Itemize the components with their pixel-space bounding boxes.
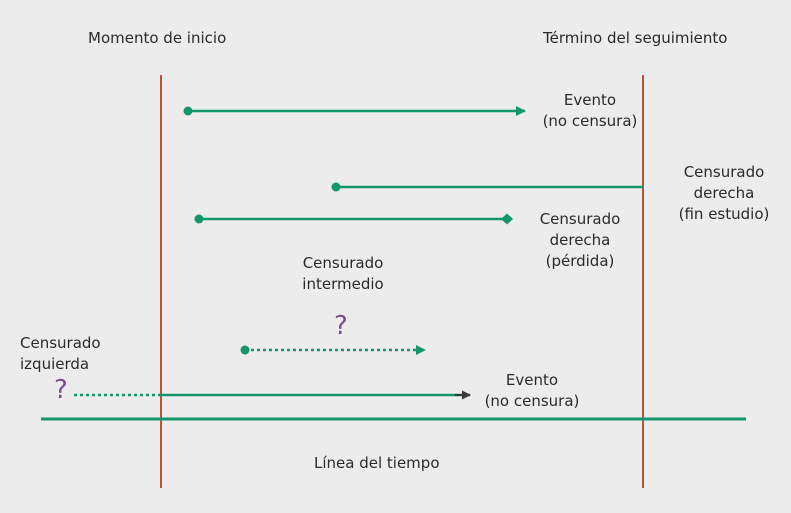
label-censurado-derecha-fin: Censurado derecha (fin estudio) <box>678 163 770 223</box>
header-start: Momento de inicio <box>88 29 227 47</box>
label-censurado-izquierda: Censurado izquierda <box>20 334 101 373</box>
question-mark-intermedio: ? <box>334 311 348 341</box>
label-evento-1: Evento (no censura) <box>542 91 638 130</box>
header-end: Término del seguimiento <box>543 29 728 47</box>
question-mark-izquierda: ? <box>54 375 68 405</box>
label-evento-2: Evento (no censura) <box>484 371 580 410</box>
label-timeline: Línea del tiempo <box>314 454 440 472</box>
right-censored-loss-diamond <box>501 213 513 225</box>
label-censurado-intermedio: Censurado intermedio <box>302 254 384 293</box>
label-censurado-derecha-perdida: Censurado derecha (pérdida) <box>539 210 621 270</box>
